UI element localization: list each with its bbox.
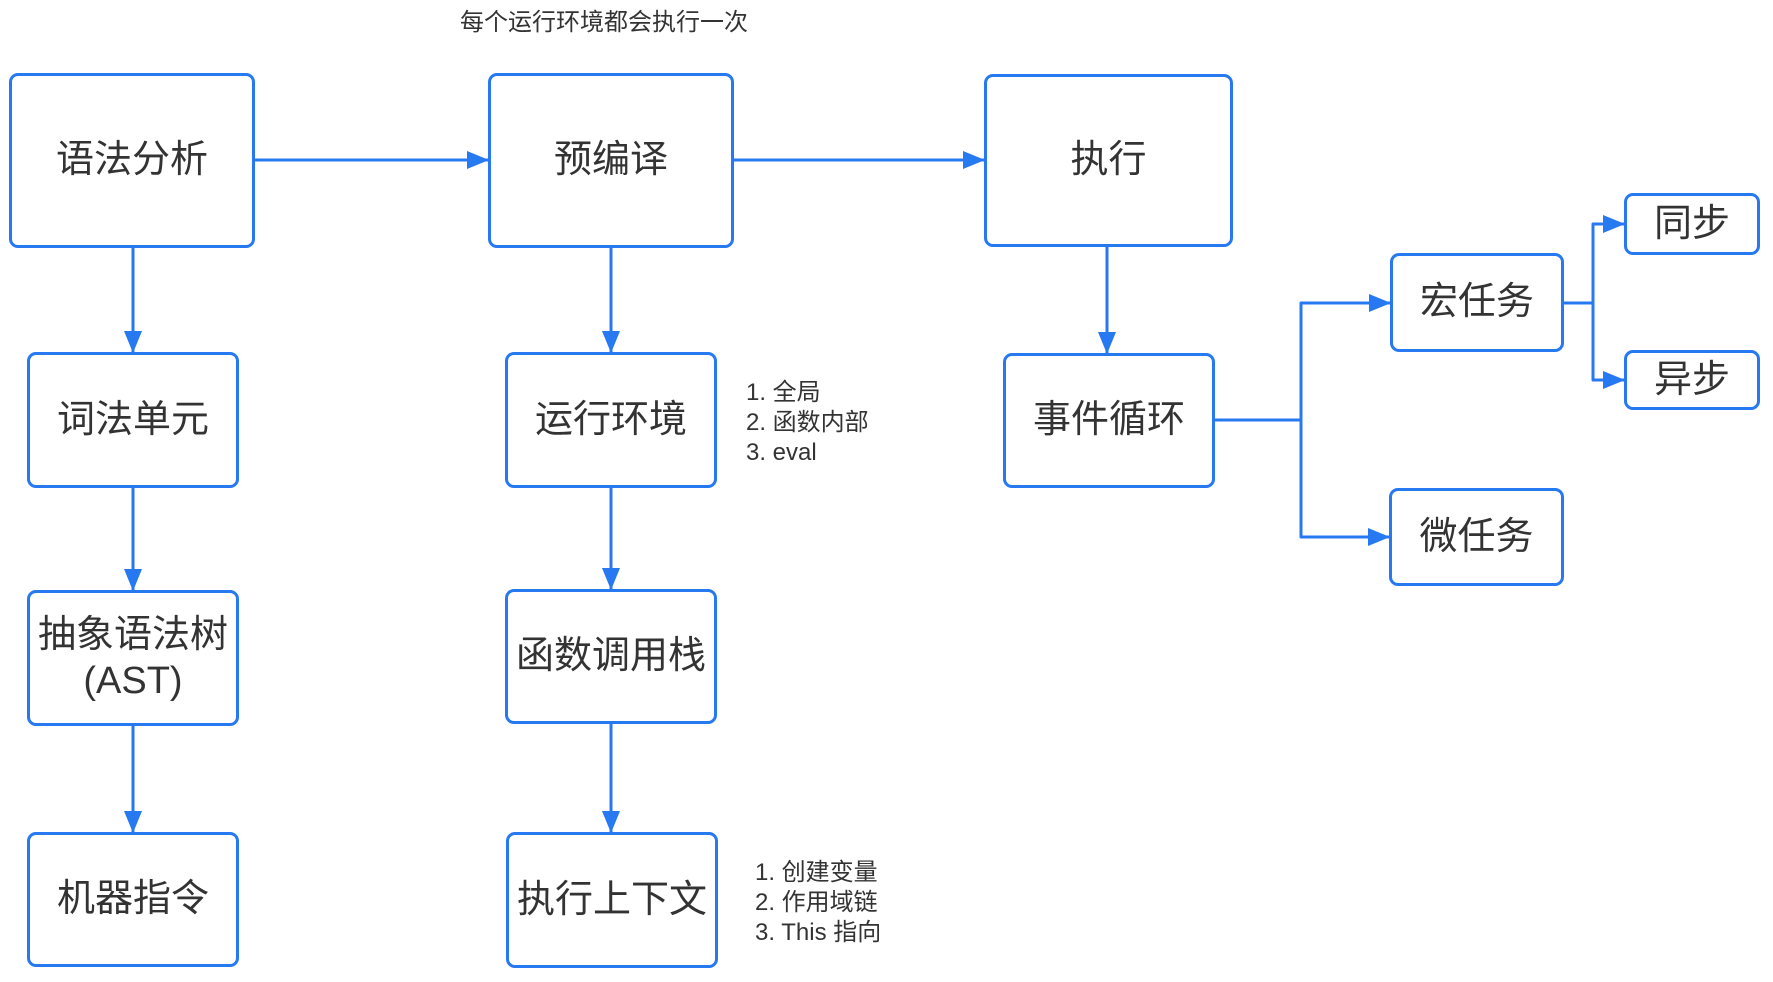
top-note-run-once-per-environment: 每个运行环境都会执行一次	[460, 9, 748, 36]
node-async[interactable]: 异步	[1624, 350, 1760, 410]
node-lexical-unit[interactable]: 词法单元	[27, 352, 239, 488]
node-label: 宏任务	[1419, 281, 1534, 324]
node-micro-task[interactable]: 微任务	[1389, 488, 1564, 586]
node-label: 同步	[1653, 202, 1730, 245]
node-label: 抽象语法树 (AST)	[37, 613, 228, 702]
node-label: 语法分析	[55, 139, 208, 182]
edge-macro-task-to-sync	[1564, 215, 1625, 305]
note-line: 1. 全局	[746, 379, 821, 406]
node-execution-context[interactable]: 执行上下文	[506, 832, 718, 968]
note-line: 2. 作用域链	[755, 889, 878, 916]
edge-event-loop-to-micro-task	[1299, 420, 1390, 546]
node-event-loop[interactable]: 事件循环	[1003, 353, 1215, 488]
node-label: 执行	[1070, 139, 1147, 182]
node-runtime-environment[interactable]: 运行环境	[505, 352, 717, 488]
edge-event-loop-to-macro-task	[1215, 294, 1391, 422]
node-syntax-analysis[interactable]: 语法分析	[9, 73, 255, 248]
node-label: 运行环境	[534, 398, 687, 441]
note-runtime-environment: 1. 全局 2. 函数内部 3. eval	[746, 378, 869, 468]
node-label: 异步	[1653, 358, 1730, 401]
edge-macro-task-to-async	[1591, 303, 1625, 389]
note-line: 3. eval	[746, 439, 817, 466]
node-pre-compile[interactable]: 预编译	[488, 73, 734, 248]
note-line: 1. 创建变量	[755, 859, 878, 886]
node-macro-task[interactable]: 宏任务	[1390, 253, 1564, 352]
node-label: 微任务	[1419, 515, 1534, 558]
node-label: 事件循环	[1032, 399, 1185, 442]
node-label: 词法单元	[56, 398, 209, 441]
note-line: 2. 函数内部	[746, 409, 869, 436]
node-machine-code[interactable]: 机器指令	[27, 832, 239, 967]
node-sync[interactable]: 同步	[1624, 193, 1760, 255]
node-label: 预编译	[553, 139, 668, 182]
node-label: 执行上下文	[516, 878, 707, 921]
node-label: 机器指令	[56, 878, 209, 921]
node-execute[interactable]: 执行	[984, 74, 1233, 247]
node-label: 函数调用栈	[515, 635, 706, 678]
note-execution-context: 1. 创建变量 2. 作用域链 3. This 指向	[755, 858, 881, 948]
node-abstract-syntax-tree[interactable]: 抽象语法树 (AST)	[27, 590, 239, 726]
note-line: 3. This 指向	[755, 919, 882, 946]
node-call-stack[interactable]: 函数调用栈	[505, 589, 717, 724]
